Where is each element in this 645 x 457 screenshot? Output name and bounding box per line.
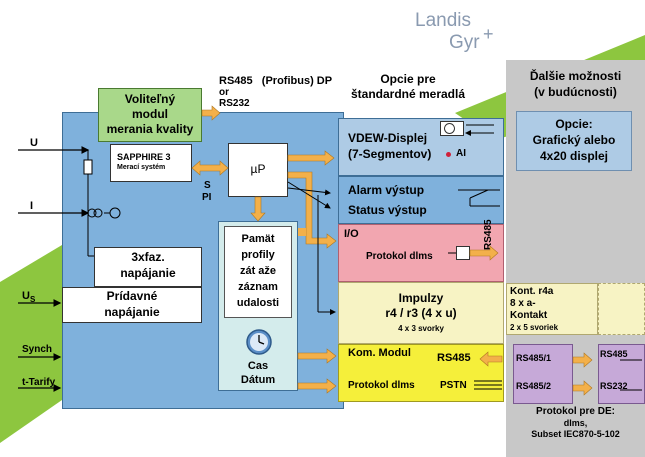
pulse-module [338,282,504,344]
supply3-line2: napájanie [120,266,176,280]
clock-line1: Cas [247,360,269,372]
input-us-main: U [22,290,30,302]
rs232-label: RS232 [219,98,250,109]
spi-line1: S [204,180,211,191]
input-i-label: I [30,200,34,212]
protocol-de-1: Protokol pre DE: [536,406,615,417]
landis-gyr-logo: Landis Gyr + [415,10,525,60]
kont-line2: 8 x a- [510,298,536,309]
memory-line1: Pamät [241,233,275,245]
supply3-line1: 3xfaz. [131,250,165,264]
options-box-2: Grafický alebo [532,133,616,147]
logo-plus: + [483,24,494,44]
microprocessor-label: µP [250,162,266,176]
kont-r4a-module [506,283,598,335]
logo-line2: Gyr [449,32,480,53]
three-phase-supply [94,247,202,287]
vdew-display-module [338,118,504,176]
quality-line2: modul [132,107,168,121]
kom-rs485: RS485 [437,352,471,364]
microprocessor-box [228,143,288,197]
input-us-label: US [22,290,35,304]
memory-line2: profily [241,249,275,261]
options-box-3: 4x20 displej [539,149,609,163]
kom-module [338,344,504,402]
vdew-ai: AI [456,148,466,159]
clock-icon [246,329,272,355]
memory-inner-box [224,226,292,318]
logo-line1: Landis [415,10,471,31]
io-protocol: Protokol dlms [366,251,433,262]
alarm-status-module [338,176,504,224]
aux-line1: Prídavné [106,289,158,303]
port-rs232-label: RS232 [600,381,628,391]
input-us-sub: S [29,295,36,305]
options-title-1: Opcie pre [380,72,436,86]
port-rs485-2-label: RS485/2 [516,381,552,391]
protocol-de-3: Subset IEC870-5-102 [531,429,620,439]
clock-line2: Dátum [240,374,276,386]
aux-line2: napájanie [104,305,160,319]
kont-line3: Kontakt [510,310,548,321]
display-window-circle [444,123,455,134]
rs485-port-2 [598,344,645,404]
kont-line4: 2 x 5 svoriek [510,323,559,332]
options-title-2: štandardné meradlá [350,87,466,101]
memory-line4: záznam [238,281,278,293]
io-title: I/O [344,228,359,240]
io-connector [456,246,470,260]
input-synch-label: Synch [22,344,53,355]
options-box-1: Opcie: [555,117,593,131]
rs485-profibus-label: RS485 (Profibus) DP [219,75,333,87]
input-u-label: U [30,137,38,149]
alarm-line2: Status výstup [348,203,427,217]
ai-indicator-dot [446,152,451,157]
alarm-line1: Alarm výstup [348,183,425,197]
kont-line1: Kont. r4a [510,286,554,297]
sapphire-title: SAPPHIRE 3 [117,152,171,162]
spi-line2: PI [202,192,212,203]
vdew-line2: (7-Segmentov) [348,147,432,161]
quality-module [98,88,202,142]
pulses-line2: r4 / r3 (4 x u) [385,306,457,320]
pulses-line3: 4 x 3 svorky [398,324,444,333]
rs485-port-1 [513,344,573,404]
quality-line3: merania kvality [106,122,194,136]
or-label: or [219,87,229,98]
port-rs485-label: RS485 [600,349,628,359]
graphic-display-option [516,111,632,171]
sapphire-sub: Merací systém [117,164,166,171]
kom-title: Kom. Modul [348,347,411,359]
aux-supply [62,287,202,323]
memory-line5: udalosti [236,297,280,309]
protocol-de-2: dlms, [563,418,588,428]
vdew-line1: VDEW-Displej [348,131,428,145]
future-title-1: Ďalšie možnosti [529,69,622,83]
pulses-line1: Impulzy [398,291,444,305]
kom-pstn: PSTN [440,380,467,391]
sapphire-box [110,144,192,182]
quality-line1: Voliteľný [124,92,176,106]
kom-protocol: Protokol dlms [348,380,415,391]
port-rs485-1-label: RS485/1 [516,353,552,363]
input-tarify-label: t-Tarify [22,377,56,388]
future-title-2: (v budúcnosti) [534,85,617,99]
memory-line3: zát aže [239,265,277,277]
